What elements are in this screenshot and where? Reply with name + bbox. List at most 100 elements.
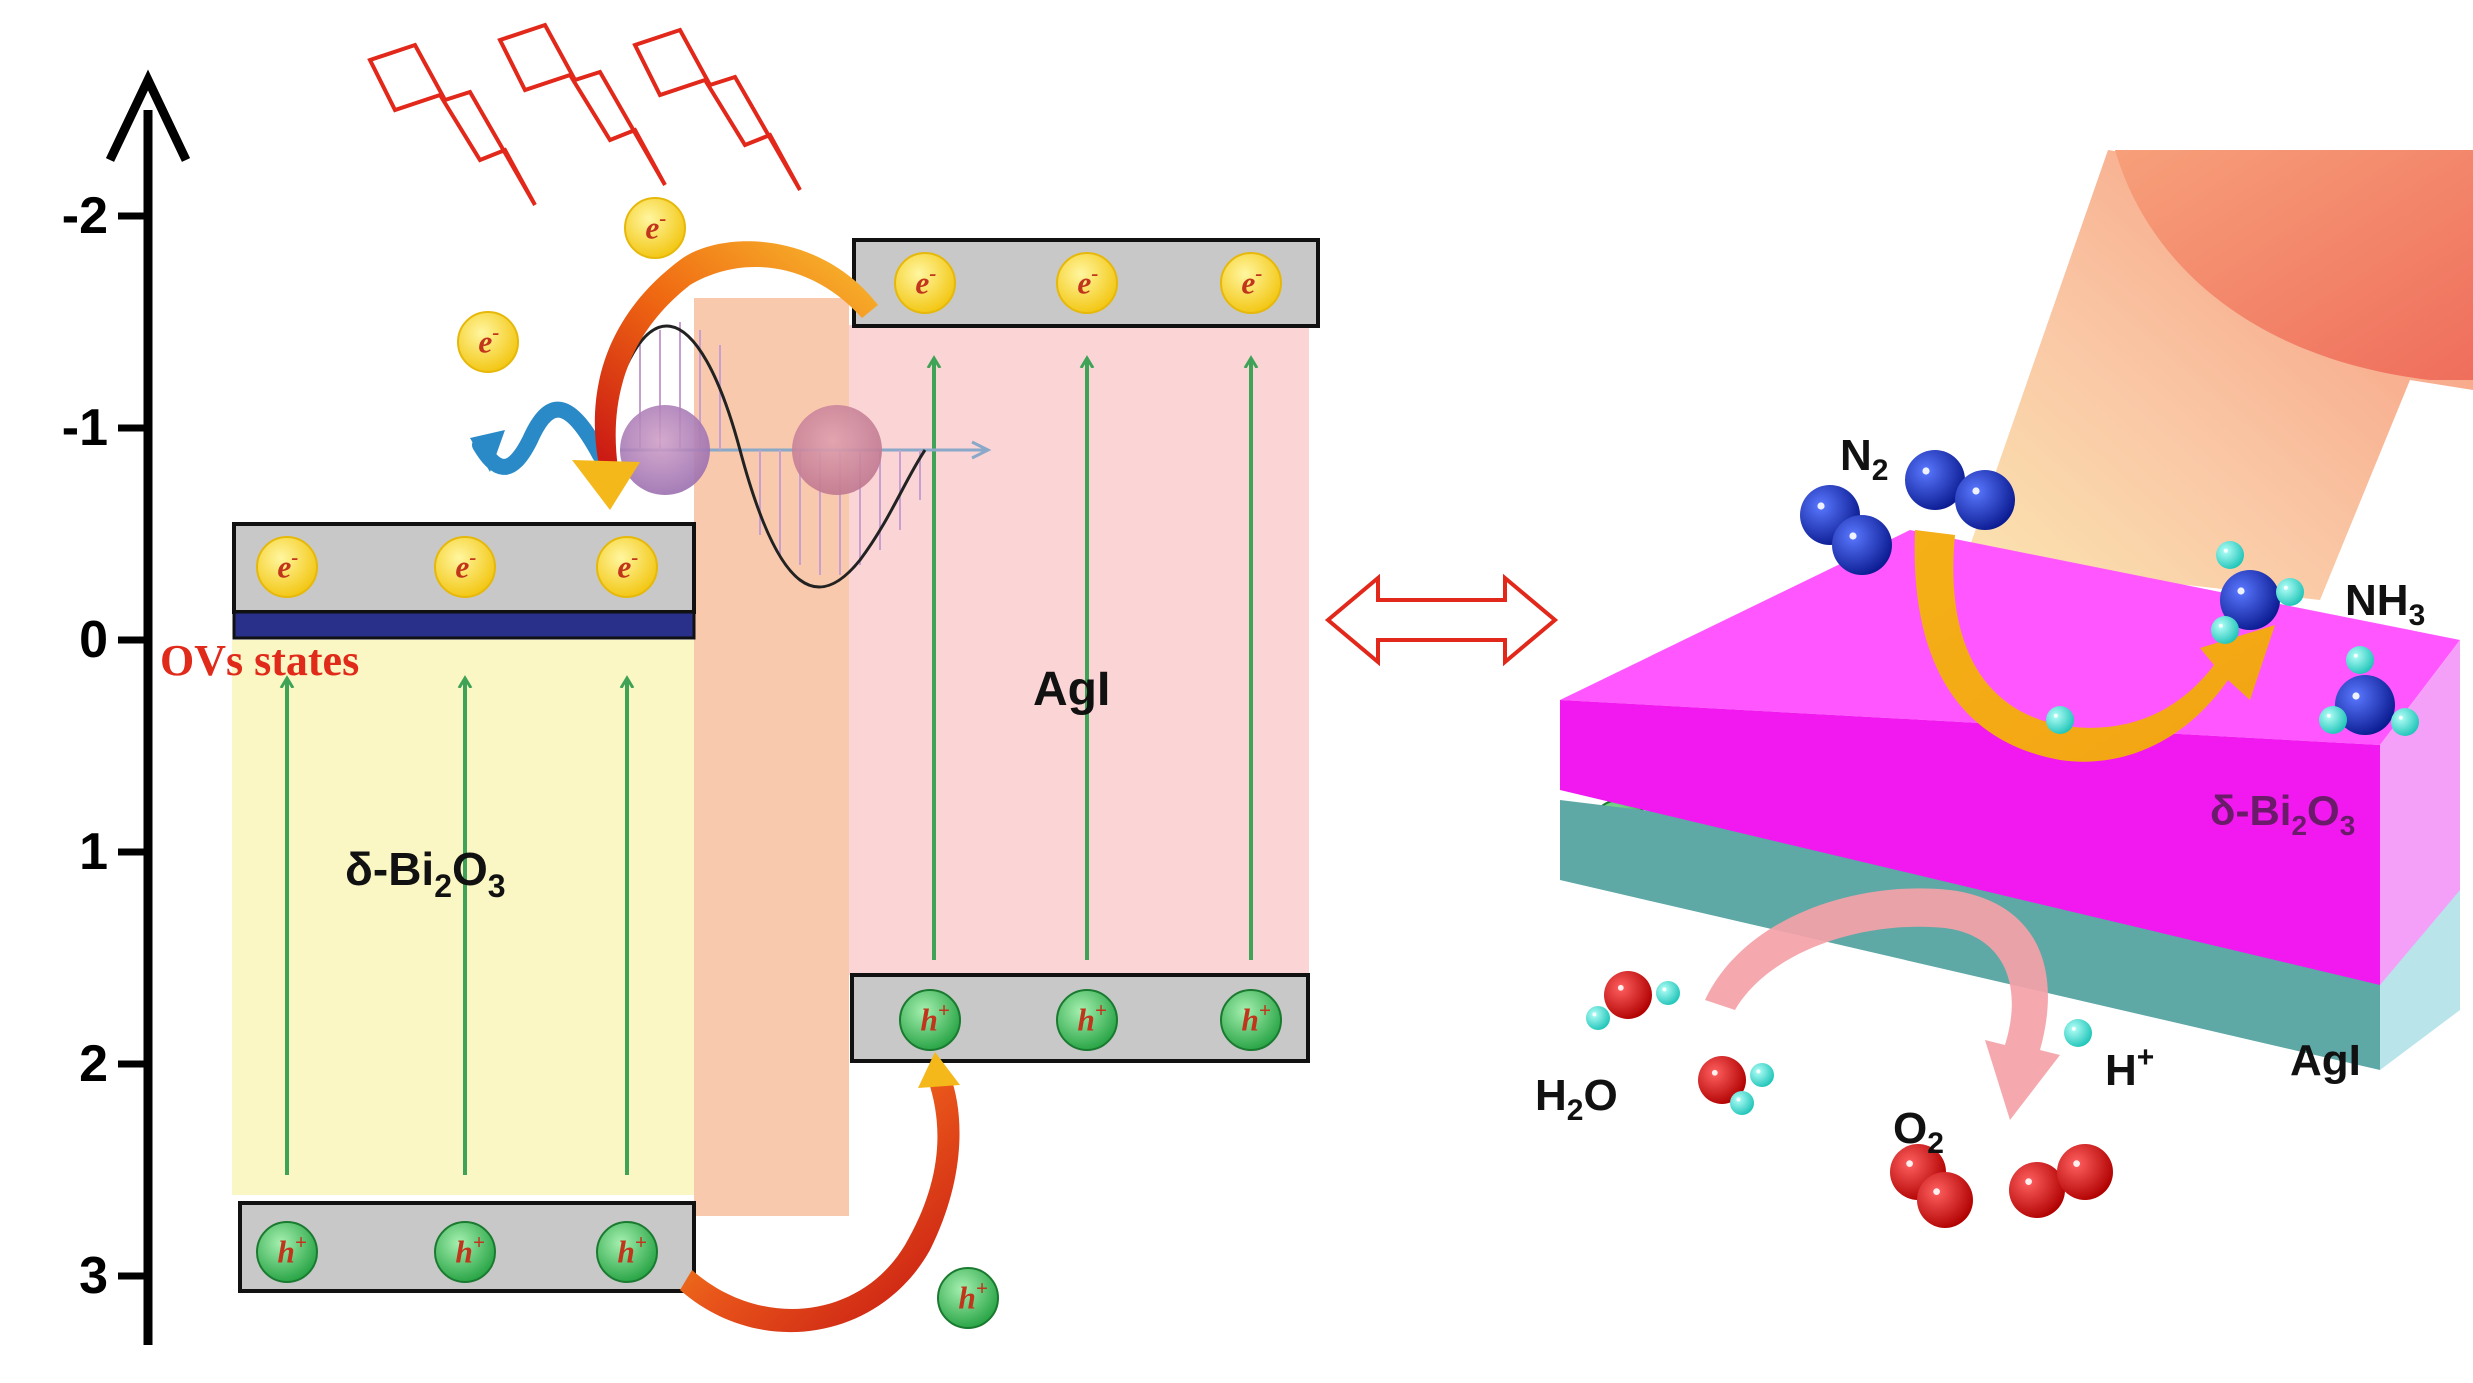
nitrogen-atom	[2335, 675, 2395, 735]
n2-to-nh3-arrow	[1914, 530, 2275, 762]
electron-particle: e-	[894, 252, 956, 314]
hydrogen-atom	[1730, 1091, 1754, 1115]
svg-text:e-: e-	[455, 545, 476, 585]
svg-text:e-: e-	[617, 545, 638, 585]
hydrogen-atom	[2216, 541, 2244, 569]
hydrogen-ion	[2064, 1019, 2092, 1047]
oxygen-atom	[1917, 1172, 1973, 1228]
axis-tick-label: 2	[79, 1035, 108, 1093]
oxygen-atom	[2009, 1162, 2065, 1218]
axis-tick-label: 1	[79, 823, 108, 881]
bi2o3-layer-top	[1560, 530, 2460, 745]
wave-arrow-head	[470, 430, 505, 472]
axis-tick-label: 0	[79, 611, 108, 669]
electron-particle: e-	[434, 536, 496, 598]
h2o-label: H2O	[1535, 1071, 1618, 1127]
svg-text:h+: h+	[455, 1230, 485, 1270]
electron-particle: e-	[596, 536, 658, 598]
electron-particle: e-	[1220, 252, 1282, 314]
electron-particle: e-	[624, 197, 686, 259]
equivalence-double-arrow	[1324, 573, 1559, 667]
electron-particle: e-	[457, 311, 519, 373]
svg-text:h+: h+	[1241, 998, 1271, 1038]
hydrogen-atom	[2211, 616, 2239, 644]
hole-particle: h+	[434, 1221, 496, 1283]
transfer-arrows	[572, 241, 960, 1333]
hydrogen-atom	[1750, 1063, 1774, 1087]
electron-particle: e-	[1056, 252, 1118, 314]
hole-particle: h+	[596, 1221, 658, 1283]
bi2o3-layer-front	[1560, 700, 2380, 985]
electron-transfer-arrowhead	[572, 460, 640, 510]
light-bolts	[367, 22, 802, 206]
oscillation-wave	[598, 324, 927, 589]
o2-label: O2	[1893, 1104, 1944, 1160]
axis-arrowhead	[105, 69, 191, 162]
svg-text:h+: h+	[1077, 998, 1107, 1038]
hydrogen-atom	[1586, 1006, 1610, 1030]
h-plus-label: H+	[2105, 1041, 2154, 1095]
oxygen-atom	[1698, 1056, 1746, 1104]
scene-bi2o3-label: δ-Bi2O3	[2210, 787, 2355, 841]
axis-tick-label: -1	[62, 399, 108, 457]
wave-arrowhead	[971, 440, 992, 460]
nitrogen-atom	[2220, 570, 2280, 630]
lightning-icon	[497, 22, 667, 186]
hydrogen-atom	[2276, 578, 2304, 606]
photocatalyst-scene: N2 NH3 δ-Bi2O3 AgI H2O O2 H+	[1535, 150, 2473, 1228]
axis-tick-label: -2	[62, 187, 108, 245]
svg-text:e-: e-	[1241, 261, 1262, 301]
n2-label: N2	[1840, 431, 1888, 487]
hole-transfer-arrow	[680, 1075, 960, 1333]
lightning-icon	[367, 42, 537, 206]
oxygen-atom	[1604, 971, 1652, 1019]
svg-text:e-: e-	[478, 320, 499, 360]
lightning-icon	[632, 27, 802, 191]
plasmon-resonance	[470, 322, 992, 589]
svg-text:e-: e-	[1077, 261, 1098, 301]
hole-particle: h+	[1220, 989, 1282, 1051]
wave-arrow-icon	[472, 401, 608, 475]
energy-axis: -2 -1 0 1 2 3	[62, 69, 191, 1345]
hydrogen-atom	[1656, 981, 1680, 1005]
svg-text:h+: h+	[277, 1230, 307, 1270]
water-oxidation-arrow	[1705, 888, 2060, 1120]
agi-layer-front	[1560, 800, 2380, 1070]
ovs-states-label: OVs states	[160, 636, 359, 685]
hydrogen-atom	[2346, 646, 2374, 674]
excitation-arrows	[287, 360, 1251, 1175]
svg-text:e-: e-	[645, 206, 666, 246]
plasmon-sphere-right	[792, 405, 882, 495]
hole-particle: h+	[1056, 989, 1118, 1051]
electron-transfer-arrow	[594, 241, 878, 470]
bi2o3-label: δ-Bi2O3	[345, 843, 506, 904]
hole-transfer-arrowhead	[918, 1052, 960, 1088]
wave-vertical-lines	[639, 322, 921, 575]
svg-text:h+: h+	[920, 998, 950, 1038]
svg-text:e-: e-	[915, 261, 936, 301]
axis-tick-label: 3	[79, 1247, 108, 1305]
nitrogen-atom	[1955, 470, 2015, 530]
nitrogen-atom	[1905, 450, 1965, 510]
hydrogen-atom	[2391, 708, 2419, 736]
scene-agi-label: AgI	[2290, 1036, 2361, 1085]
svg-text:e-: e-	[277, 545, 298, 585]
hole-particle: h+	[937, 1267, 999, 1329]
plasmon-sphere-left	[620, 405, 710, 495]
oxygen-atom	[2057, 1144, 2113, 1200]
ovs-states-bar	[232, 610, 696, 640]
svg-text:h+: h+	[617, 1230, 647, 1270]
hydrogen-atom	[2319, 706, 2347, 734]
svg-text:h+: h+	[958, 1276, 988, 1316]
hydrogen-atom	[2046, 706, 2074, 734]
nh3-label: NH3	[2345, 576, 2425, 632]
agi-label: AgI	[1033, 663, 1110, 716]
sun-icon	[2115, 150, 2473, 380]
hole-particle: h+	[899, 989, 961, 1051]
agi-region	[849, 325, 1309, 975]
hole-particle: h+	[256, 1221, 318, 1283]
nitrogen-atom	[1832, 515, 1892, 575]
electron-particle: e-	[256, 536, 318, 598]
